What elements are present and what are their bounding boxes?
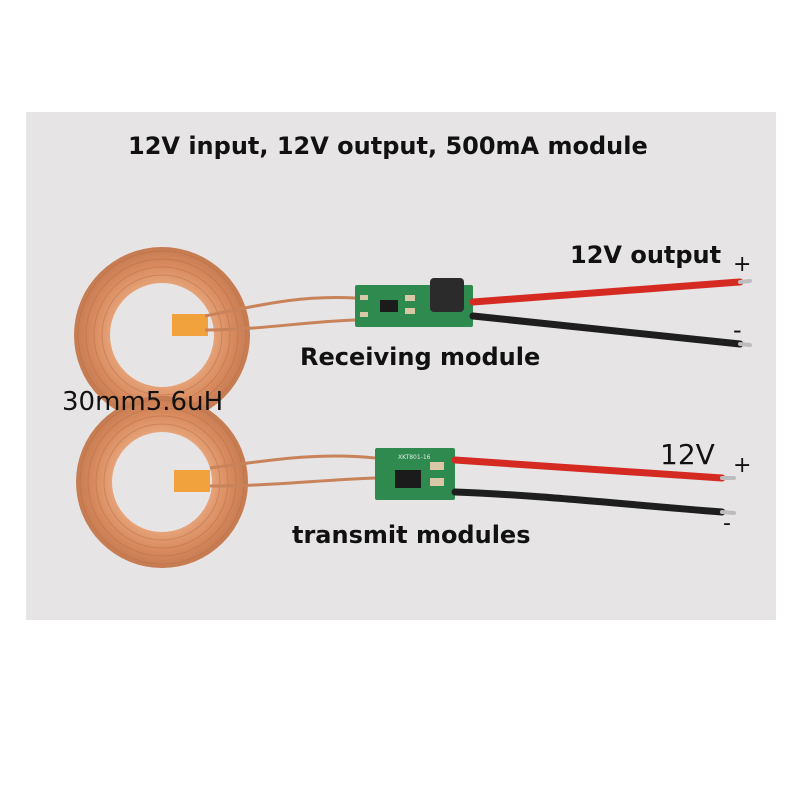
receiving-pcb — [355, 278, 473, 327]
transmit-coil-leads — [209, 454, 376, 488]
kapton-tape — [172, 314, 208, 336]
input-red-wire — [451, 456, 726, 482]
receiving-coil-leads — [204, 295, 356, 332]
output-red-wire — [469, 278, 744, 306]
output-plus-label: + — [733, 252, 752, 277]
input-black-wire — [451, 488, 726, 516]
input-voltage-label: 12V — [660, 438, 715, 471]
title-label: 12V input, 12V output, 500mA module — [128, 132, 648, 160]
transmit-modules-label: transmit modules — [292, 521, 531, 549]
inductor — [430, 278, 464, 312]
coil-spec-label: 30mm5.6uH — [62, 387, 224, 417]
output-minus-label: - — [733, 316, 742, 344]
input-plus-label: + — [733, 453, 752, 478]
output-voltage-label: 12V output — [570, 241, 722, 269]
kapton-tape — [174, 470, 210, 492]
output-black-wire — [469, 312, 744, 348]
transmit-coil — [76, 396, 248, 568]
receiving-coil — [74, 247, 250, 423]
wire-tips — [720, 279, 752, 515]
pcb-text: XKT801-16 — [398, 454, 431, 461]
transmit-pcb: XKT801-16 — [375, 448, 455, 500]
input-minus-label: - — [723, 511, 731, 536]
receiving-module-label: Receiving module — [300, 343, 541, 371]
